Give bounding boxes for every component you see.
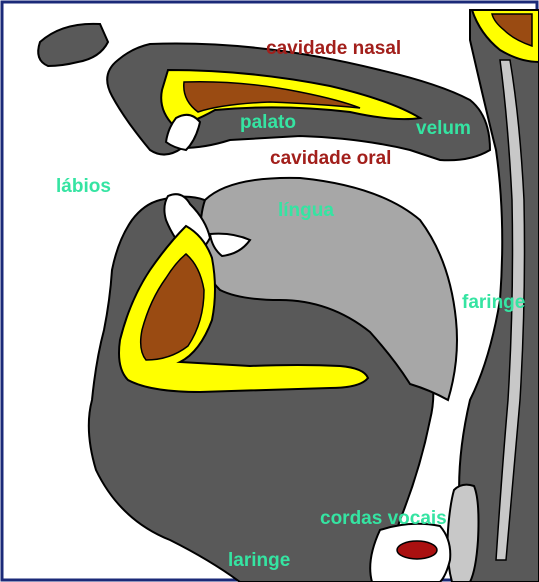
label-lips: lábios (56, 176, 111, 198)
label-nasal-cavity: cavidade nasal (266, 38, 401, 60)
label-vocal-cords: cordas vocais (320, 508, 447, 530)
label-oral-cavity: cavidade oral (270, 148, 391, 170)
epiglottis (448, 485, 479, 582)
label-palate: palato (240, 112, 296, 134)
label-velum: velum (416, 118, 471, 140)
vocal-cords (397, 541, 437, 559)
label-larynx: laringe (228, 550, 290, 572)
label-tongue: língua (278, 200, 334, 222)
label-pharynx: faringe (462, 292, 525, 314)
